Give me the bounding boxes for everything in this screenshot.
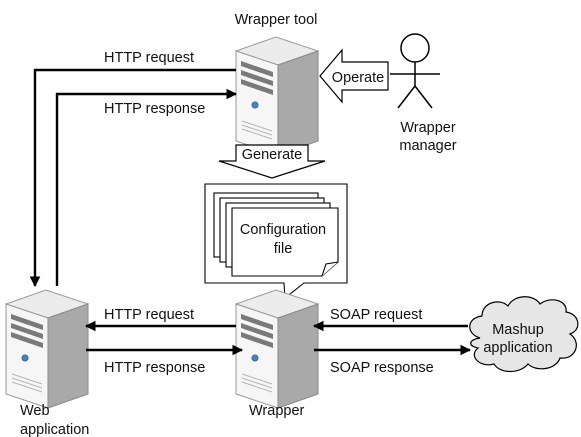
configuration-file-label-line1: Configuration <box>240 222 326 238</box>
web-application-label-line2: application <box>20 422 89 437</box>
http-request-bottom-label: HTTP request <box>104 307 194 323</box>
wrapper-manager-label-line1: Wrapper <box>400 120 456 136</box>
http-request-top-label: HTTP request <box>104 50 194 66</box>
mashup-application-label-line1: Mashup <box>492 322 544 338</box>
wrapper-server-icon <box>235 289 319 409</box>
soap-response-label: SOAP response <box>330 360 434 376</box>
web-application-label-line1: Web <box>20 403 50 419</box>
wrapper-tool-label: Wrapper tool <box>235 12 318 28</box>
configuration-file-label-line2: file <box>274 241 293 257</box>
http-request-top-arrow <box>29 68 236 288</box>
generate-arrow-icon <box>218 144 326 179</box>
operate-arrow-icon <box>319 48 389 104</box>
http-response-top-label: HTTP response <box>104 101 205 117</box>
wrapper-tool-server-icon <box>235 36 319 156</box>
wrapper-manager-label-line2: manager <box>399 138 456 154</box>
web-application-server-icon <box>5 289 89 409</box>
operate-label: Operate <box>332 70 384 86</box>
http-response-top-arrow <box>55 88 238 286</box>
wrapper-label: Wrapper <box>249 403 305 419</box>
mashup-application-label-line2: application <box>483 340 552 356</box>
person-icon <box>390 33 440 109</box>
cloud-icon <box>469 296 579 373</box>
http-response-bottom-label: HTTP response <box>104 360 205 376</box>
soap-request-label: SOAP request <box>330 307 422 323</box>
document-stack-icon <box>213 192 339 277</box>
generate-label: Generate <box>242 147 302 163</box>
